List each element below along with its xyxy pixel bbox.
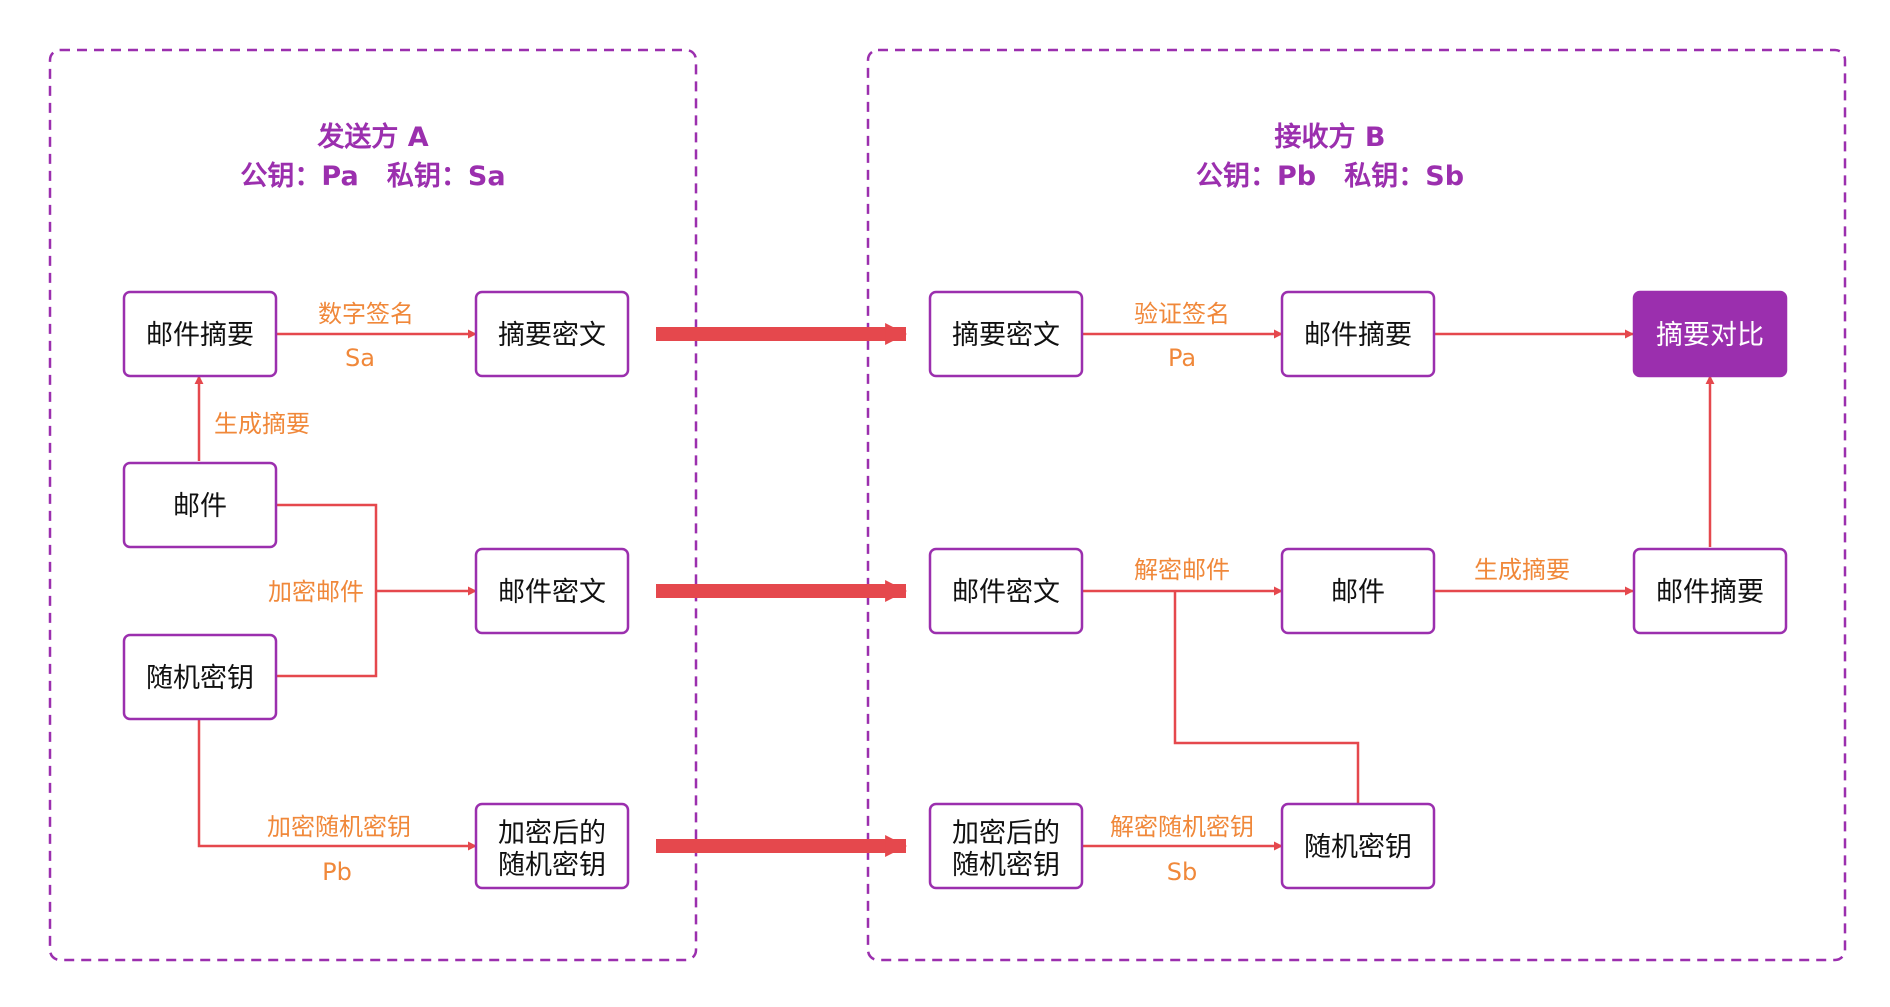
node-label: 摘要对比 [1656, 320, 1764, 351]
node-sender-mail: 邮件 [122, 461, 278, 549]
node-label: 邮件密文 [952, 577, 1060, 608]
node-label: 随机密钥 [146, 663, 254, 694]
node-sender-encrypted-key: 加密后的 随机密钥 [474, 802, 630, 890]
node-label-line1: 加密后的 [498, 818, 606, 849]
node-sender-random-key: 随机密钥 [122, 633, 278, 721]
node-sender-mail-cipher: 邮件密文 [474, 547, 630, 635]
label-sign: 数字签名 [318, 300, 414, 328]
node-sender-digest: 邮件摘要 [122, 290, 278, 378]
label-sign-key: Sa [345, 344, 375, 372]
node-receiver-digest2: 邮件摘要 [1632, 547, 1788, 635]
node-label-line2: 随机密钥 [952, 850, 1060, 881]
receiver-title: 接收方 B [1275, 121, 1386, 153]
node-label: 邮件密文 [498, 577, 606, 608]
label-verify-key: Pa [1168, 344, 1196, 372]
receiver-keys: 公钥：Pb 私钥：Sb [1196, 161, 1464, 192]
label-decrypt-mail: 解密邮件 [1134, 556, 1230, 584]
node-label: 邮件摘要 [1304, 320, 1412, 351]
node-receiver-mail-cipher: 邮件密文 [928, 547, 1084, 635]
node-receiver-encrypted-key: 加密后的 随机密钥 [928, 802, 1084, 890]
node-receiver-random-key: 随机密钥 [1280, 802, 1436, 890]
label-gen-digest-b: 生成摘要 [1474, 556, 1570, 584]
node-label: 邮件 [1331, 577, 1385, 608]
label-encrypt-key: 加密随机密钥 [267, 813, 411, 841]
node-label: 摘要密文 [498, 320, 606, 351]
sender-keys: 公钥：Pa 私钥：Sa [240, 161, 505, 192]
sender-title: 发送方 A [316, 121, 428, 153]
edge-key-to-encrypted-key [197, 719, 477, 851]
label-encrypt-mail: 加密邮件 [268, 578, 364, 606]
node-receiver-digest-cipher: 摘要密文 [928, 290, 1084, 378]
node-label: 邮件摘要 [146, 320, 254, 351]
edge-random-key-to-decrypt [1173, 591, 1360, 804]
node-label-line2: 随机密钥 [498, 850, 606, 881]
node-label: 邮件 [173, 491, 227, 522]
label-decrypt-key: 解密随机密钥 [1110, 813, 1254, 841]
node-receiver-digest: 邮件摘要 [1280, 290, 1436, 378]
sender-panel [48, 48, 698, 962]
label-gen-digest-a: 生成摘要 [214, 410, 310, 438]
node-receiver-mail: 邮件 [1280, 547, 1436, 635]
node-sender-digest-cipher: 摘要密文 [474, 290, 630, 378]
node-label: 邮件摘要 [1656, 577, 1764, 608]
label-encrypt-key-param: Pb [322, 858, 352, 886]
node-receiver-compare: 摘要对比 [1632, 290, 1788, 378]
label-decrypt-key-param: Sb [1167, 858, 1197, 886]
node-label: 摘要密文 [952, 320, 1060, 351]
node-label-line1: 加密后的 [952, 818, 1060, 849]
node-label: 随机密钥 [1304, 832, 1412, 863]
receiver-panel [866, 48, 1847, 962]
label-verify: 验证签名 [1134, 300, 1230, 328]
